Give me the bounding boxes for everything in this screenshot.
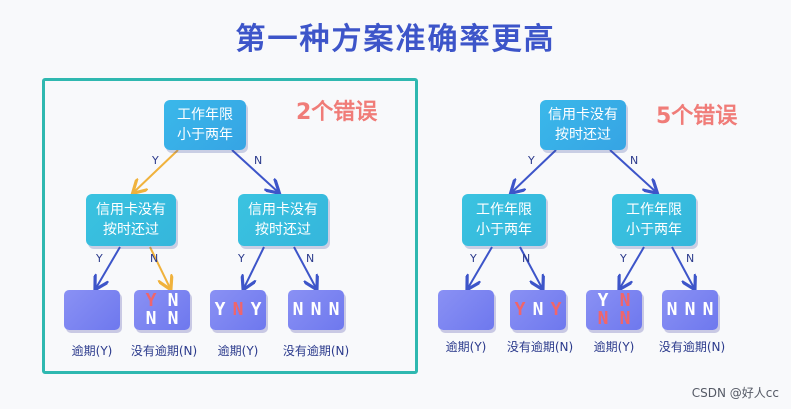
left-edge-label-ll: Y: [96, 252, 103, 265]
leaf-sample-correct: Y: [214, 299, 226, 320]
leaf-sample-correct: N: [167, 290, 179, 311]
left-errors-label: 2个错误: [296, 100, 378, 125]
left-edge-label-lr: N: [150, 252, 159, 265]
right-leaf-1-label: 逾期(Y): [445, 340, 487, 354]
right-edge-label-rl: Y: [620, 252, 627, 265]
edge-right-root-left: [512, 149, 557, 192]
leaf-sample-correct: N: [167, 308, 179, 329]
right-edge-label-root-y: Y: [528, 154, 535, 167]
leaf-sample-wrong: Y: [145, 290, 157, 311]
leaf-sample-correct: N: [328, 299, 340, 320]
left-leaf-2-label: 没有逾期(N): [130, 344, 198, 358]
leaf-sample-wrong: N: [619, 308, 631, 329]
edge-left-ll: [96, 246, 121, 288]
leaf-sample-correct: N: [310, 299, 322, 320]
edge-right-rl: [620, 246, 645, 288]
watermark: CSDN @好人cc: [691, 386, 779, 400]
edge-left-root-left: [134, 149, 179, 192]
left-leaf-1-label: 逾期(Y): [71, 344, 113, 358]
left-child-node-right: 信用卡没有 按时还过: [238, 194, 328, 246]
right-leaf-2-label: 没有逾期(N): [506, 340, 574, 354]
right-child-node-left: 工作年限 小于两年: [462, 194, 546, 246]
leaf-sample-correct: N: [532, 299, 544, 320]
right-leaf-1: [438, 290, 494, 330]
right-leaf-4-label: 没有逾期(N): [658, 340, 726, 354]
right-leaf-3-label: 逾期(Y): [593, 340, 635, 354]
right-edge-label-rr: N: [686, 252, 695, 265]
edge-right-rr: [671, 246, 694, 288]
leaf-sample-correct: N: [684, 299, 696, 320]
right-root-node: 信用卡没有 按时还过: [540, 100, 626, 150]
left-edge-label-root-n: N: [254, 154, 263, 167]
leaf-sample-wrong: Y: [514, 299, 526, 320]
leaf-sample-wrong: N: [597, 308, 609, 329]
right-edge-label-root-n: N: [630, 154, 639, 167]
left-leaf-4-label: 没有逾期(N): [282, 344, 350, 358]
leaf-sample-wrong: Y: [550, 299, 562, 320]
right-child-node-right: 工作年限 小于两年: [612, 194, 696, 246]
leaf-sample-correct: N: [292, 299, 304, 320]
leaf-sample-wrong: N: [619, 290, 631, 311]
highlight-frame: [42, 78, 418, 374]
leaf-sample-correct: N: [702, 299, 714, 320]
right-edge-label-lr: N: [522, 252, 531, 265]
left-edge-label-rr: N: [306, 252, 315, 265]
diagram-title: 第一种方案准确率更高: [235, 22, 556, 57]
edge-left-rr: [293, 246, 316, 288]
leaf-sample-correct: Y: [250, 299, 262, 320]
leaf-sample-wrong: N: [232, 299, 244, 320]
edge-left-lr: [149, 246, 170, 288]
leaf-sample-correct: N: [145, 308, 157, 329]
right-errors-label: 5个错误: [656, 104, 738, 129]
leaf-sample-correct: N: [666, 299, 678, 320]
left-root-node: 工作年限 小于两年: [164, 100, 246, 150]
edge-right-lr: [519, 246, 542, 288]
left-edge-label-root-y: Y: [152, 154, 159, 167]
left-leaf-1: [64, 290, 120, 330]
left-edge-label-rl: Y: [238, 252, 245, 265]
leaf-sample-correct: Y: [597, 290, 609, 311]
right-edge-label-ll: Y: [470, 252, 477, 265]
edge-left-rl: [244, 246, 265, 288]
left-child-node-left: 信用卡没有 按时还过: [86, 194, 176, 246]
left-leaf-3-label: 逾期(Y): [217, 344, 259, 358]
edge-left-root-right: [231, 149, 278, 192]
edge-right-root-right: [609, 149, 656, 192]
edge-right-ll: [468, 246, 493, 288]
